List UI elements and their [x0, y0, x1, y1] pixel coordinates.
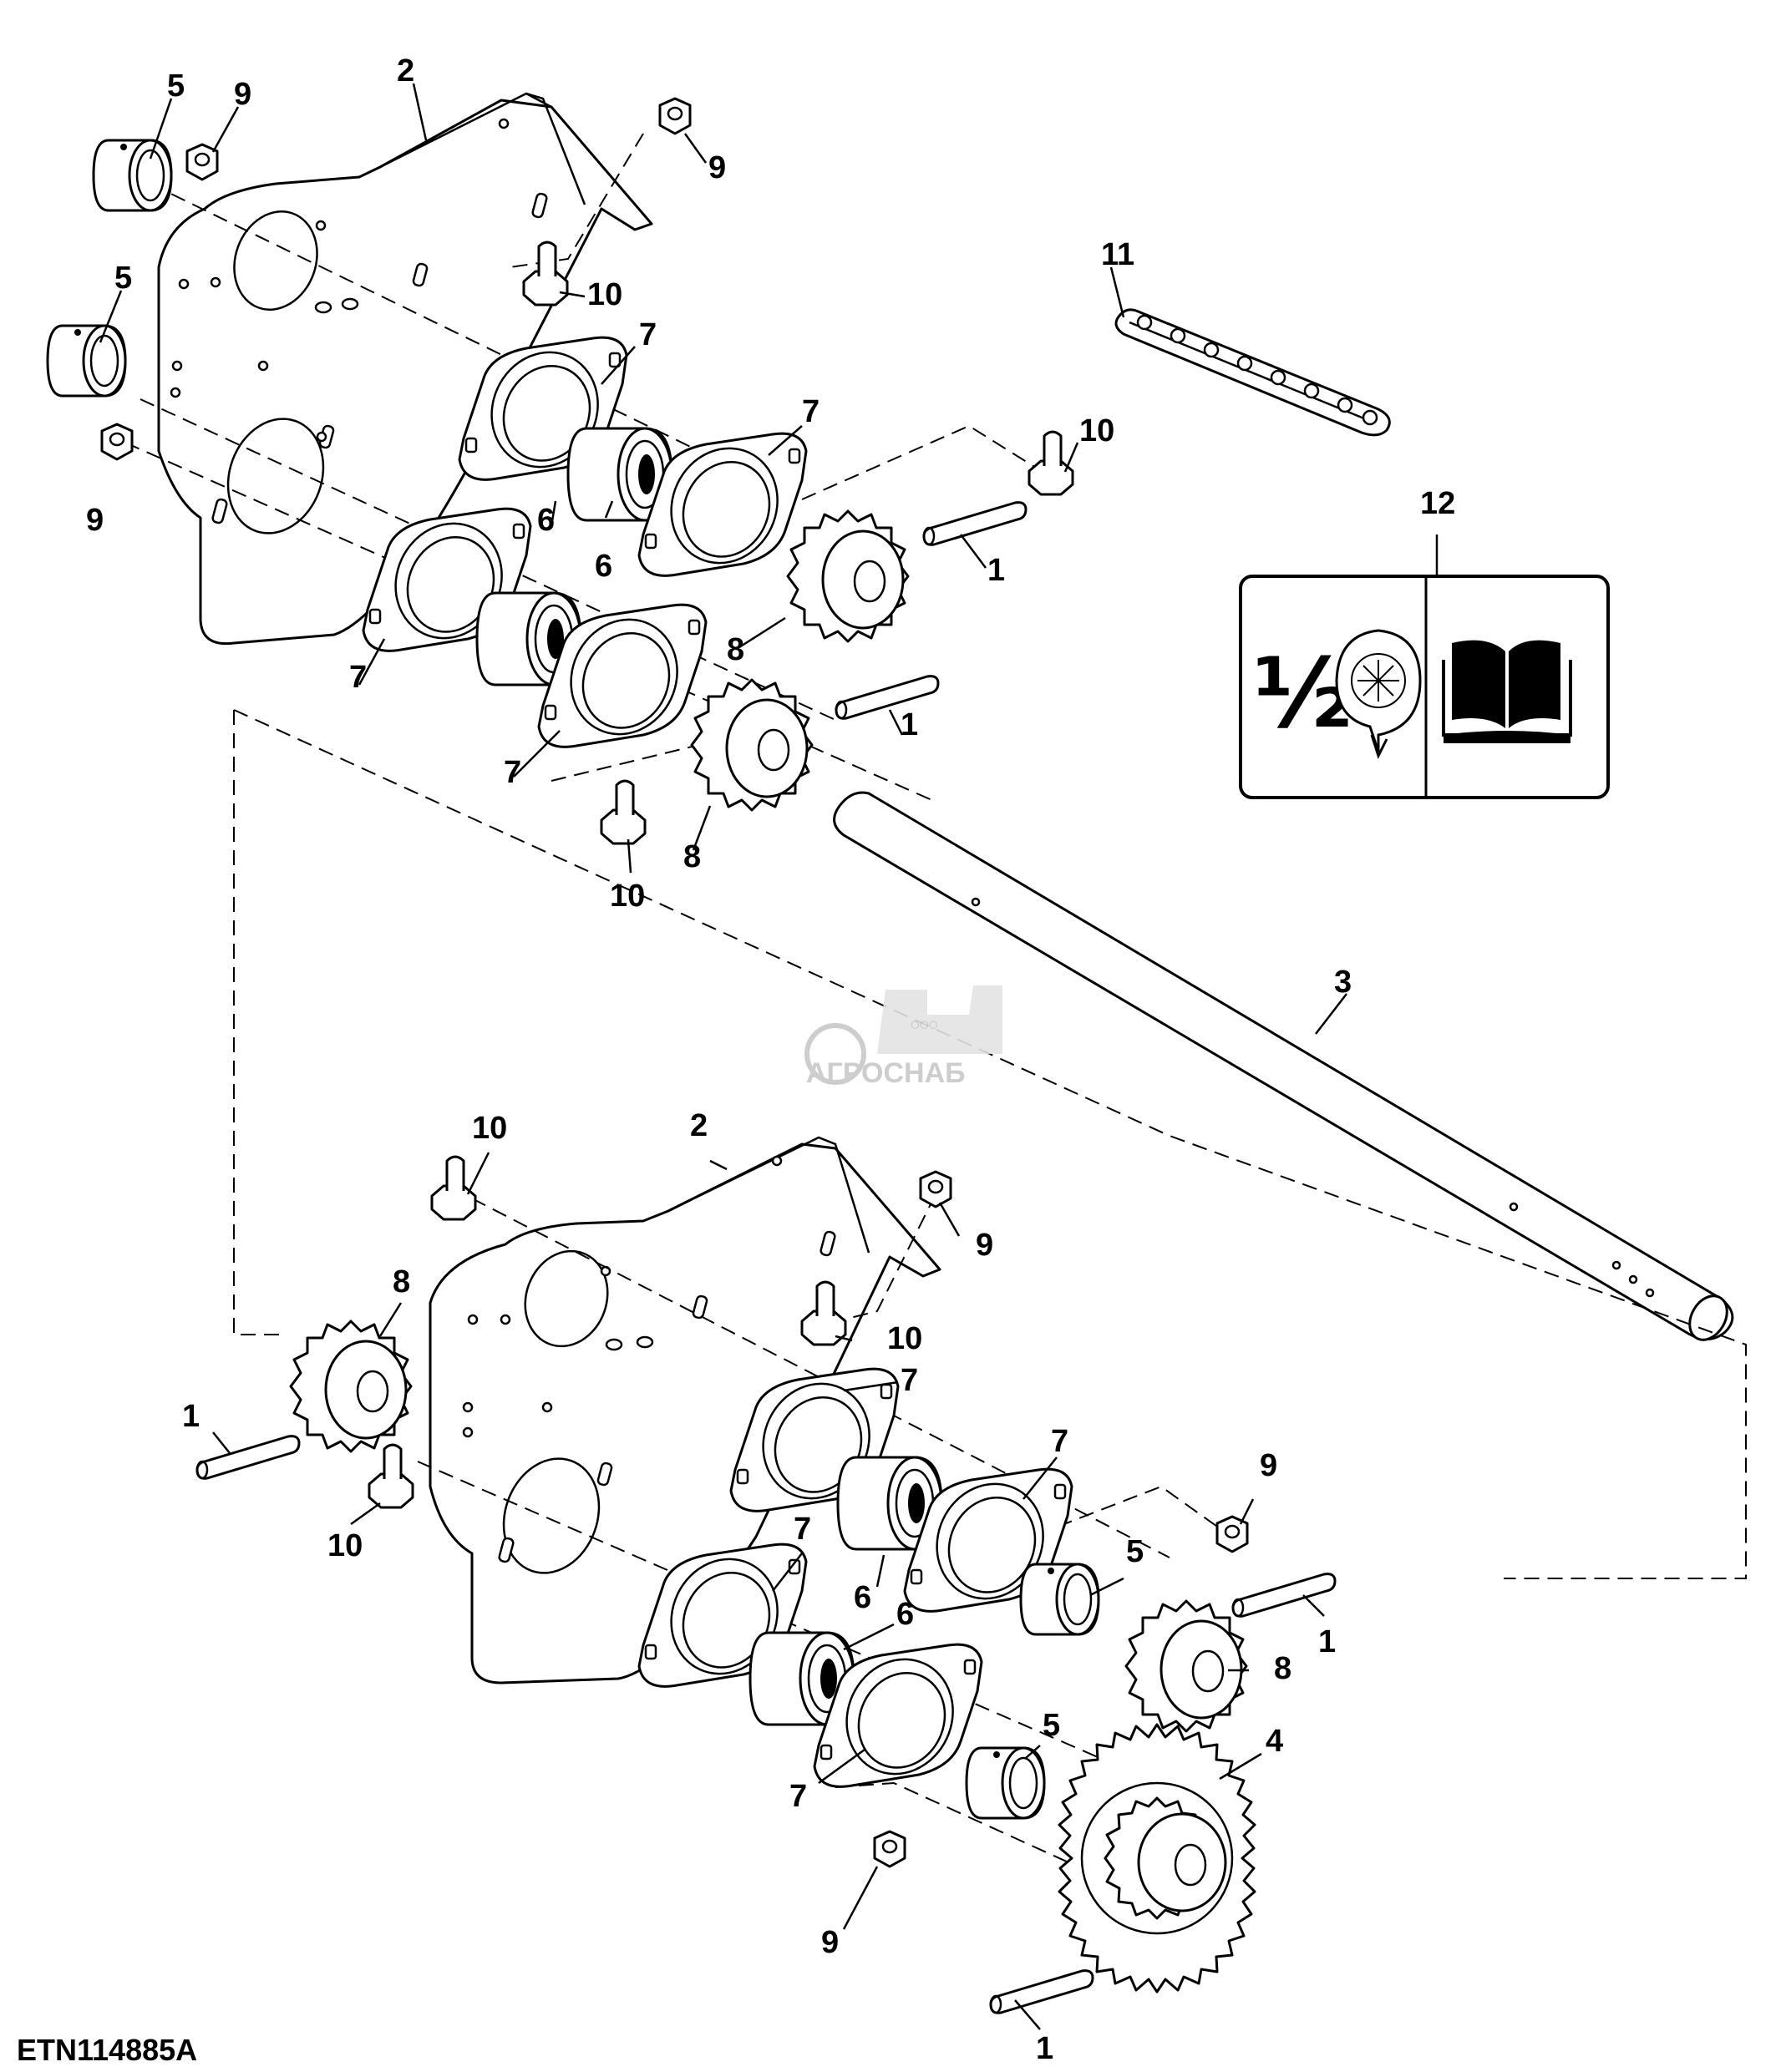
- callout-upper-6a: 6: [537, 503, 555, 538]
- upper-nut-a: [185, 143, 219, 181]
- safety-decal: ½: [1239, 575, 1610, 799]
- decal-fraction: ½: [1253, 638, 1352, 750]
- callout-lower-2: 2: [690, 1108, 708, 1143]
- callout-lower-1c: 1: [1036, 2031, 1053, 2066]
- callout-upper-7a: 7: [639, 317, 657, 352]
- upper-sprocket-b: [690, 678, 814, 812]
- callout-upper-2: 2: [397, 53, 414, 89]
- callout-upper-6b: 6: [595, 549, 612, 584]
- callout-upper-10c: 10: [610, 879, 645, 914]
- lower-roll-pin-a: [195, 1435, 301, 1480]
- callout-lower-7c: 7: [794, 1512, 811, 1547]
- callout-lower-4: 4: [1266, 1724, 1283, 1759]
- callout-lower-9a: 9: [976, 1228, 993, 1263]
- lower-locking-collar-a: [1019, 1563, 1100, 1636]
- callout-lower-8b: 8: [1274, 1651, 1291, 1686]
- drive-shaft: 3: [833, 791, 1734, 1341]
- callout-upper-8b: 8: [683, 839, 701, 874]
- upper-bolt-c: [600, 779, 647, 845]
- upper-roll-pin-a: [922, 501, 1028, 546]
- callout-upper-8a: 8: [727, 632, 744, 667]
- callout-upper-7b: 7: [802, 394, 819, 429]
- callout-upper-5b: 5: [114, 261, 132, 296]
- lower-nut-a: [919, 1170, 952, 1208]
- upper-bolt-b: [1028, 430, 1074, 496]
- callout-lower-9b: 9: [1260, 1448, 1277, 1483]
- callout-lower-6a: 6: [854, 1580, 871, 1615]
- callout-lower-5b: 5: [1043, 1708, 1060, 1743]
- upper-assembly: ½ 5: [46, 53, 1610, 914]
- lower-nut-c: [873, 1830, 906, 1868]
- callout-upper-1b: 1: [901, 707, 918, 742]
- callout-upper-10b: 10: [1079, 413, 1114, 448]
- callout-upper-5a: 5: [167, 68, 185, 104]
- callout-upper-10a: 10: [587, 277, 622, 312]
- callout-lower-1a: 1: [182, 1399, 200, 1434]
- lower-roll-pin-b: [1231, 1573, 1337, 1618]
- callout-upper-9b: 9: [708, 150, 726, 185]
- lower-locking-collar-b: [965, 1746, 1046, 1820]
- watermark-line2: АГРОСНАБ: [806, 1057, 966, 1089]
- lower-bolt-c: [368, 1443, 414, 1509]
- callout-lower-8a: 8: [393, 1264, 410, 1299]
- lower-assembly: 10 2 9 8 10 7 1 7 9 10 7 5 6 6 1 8 5 4 7…: [182, 1108, 1337, 2066]
- callout-upper-7c: 7: [349, 660, 367, 695]
- callout-lower-7d: 7: [789, 1779, 807, 1814]
- watermark-logo: ООО АГРОСНАБ: [804, 985, 1002, 1089]
- callout-shaft-3: 3: [1334, 965, 1352, 1000]
- callout-upper-11: 11: [1101, 237, 1134, 272]
- callout-lower-7b: 7: [1051, 1424, 1068, 1459]
- figure-id: ETN114885A: [17, 2033, 197, 2067]
- callout-lower-9c: 9: [821, 1925, 839, 1960]
- callout-upper-9c: 9: [86, 503, 104, 538]
- upper-sprocket-a: [786, 509, 910, 643]
- watermark-line1: ООО: [911, 1018, 938, 1031]
- callout-lower-10c: 10: [327, 1528, 363, 1563]
- callout-lower-1b: 1: [1318, 1624, 1336, 1659]
- callout-lower-10b: 10: [887, 1321, 922, 1356]
- upper-nut-c: [100, 423, 134, 461]
- callout-lower-7a: 7: [901, 1363, 918, 1398]
- upper-nut-b: [658, 97, 692, 135]
- drive-chain: [1114, 308, 1391, 437]
- lower-sprocket-b: [1124, 1599, 1248, 1733]
- callout-lower-5a: 5: [1126, 1534, 1144, 1569]
- upper-locking-collar-a: [92, 139, 173, 212]
- lower-roll-pin-c: [989, 1969, 1094, 2014]
- upper-roll-pin-b: [835, 675, 940, 720]
- callout-upper-7d: 7: [504, 755, 521, 790]
- callout-upper-12: 12: [1420, 486, 1455, 521]
- lower-bolt-a: [430, 1155, 477, 1221]
- callout-lower-6b: 6: [896, 1597, 914, 1632]
- large-drive-sprocket: [1058, 1723, 1256, 1993]
- operator-manual-icon: [1442, 640, 1572, 743]
- callout-upper-9a: 9: [234, 77, 251, 112]
- callout-upper-1a: 1: [987, 553, 1005, 588]
- lower-sprocket-a: [289, 1320, 413, 1453]
- upper-locking-collar-b: [46, 324, 127, 398]
- callout-lower-10a: 10: [472, 1111, 507, 1146]
